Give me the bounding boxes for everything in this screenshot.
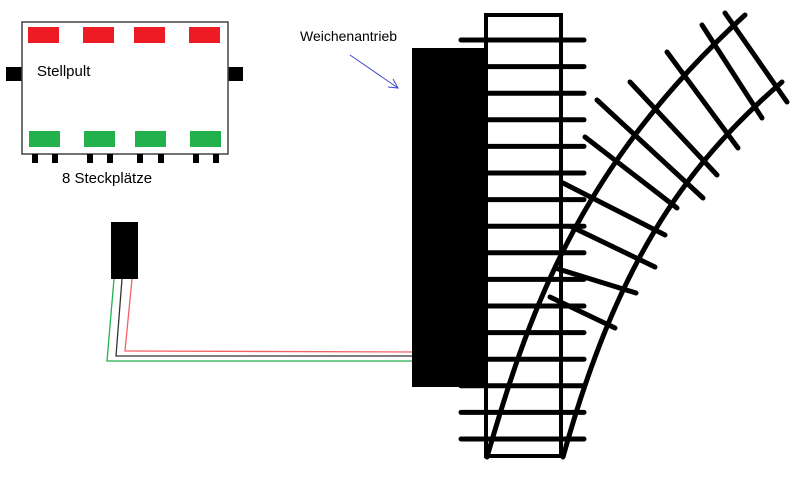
red-indicators (28, 27, 220, 43)
curved-sleeper (547, 294, 618, 331)
slot-pin (52, 154, 58, 163)
red-indicator (83, 27, 114, 43)
green-wire (106, 278, 412, 362)
curved-sleeper (594, 97, 706, 201)
curved-sleeper (582, 134, 680, 211)
slots-label: 8 Steckplätze (62, 170, 153, 187)
straight-track (458, 13, 587, 458)
plug-connector (111, 222, 138, 279)
panel-connector-left (6, 67, 22, 81)
straight-sleepers (458, 37, 587, 442)
panel-connector-right (228, 67, 243, 81)
black-wire (115, 278, 412, 357)
motor-label: Weichenantrieb (300, 28, 398, 44)
slot-pin (137, 154, 143, 163)
green-indicators (29, 131, 221, 147)
slot-pin (158, 154, 164, 163)
curved-sleeper (627, 79, 720, 178)
pointer-arrow-icon (349, 54, 399, 89)
switch-motor (412, 48, 487, 387)
curved-sleeper (722, 10, 790, 105)
red-indicator (134, 27, 165, 43)
curved-sleeper (699, 22, 765, 121)
slot-pins (32, 154, 219, 163)
green-indicator (84, 131, 115, 147)
green-indicator (135, 131, 166, 147)
curved-sleeper (569, 224, 658, 270)
control-panel (6, 21, 243, 163)
red-indicator (28, 27, 59, 43)
curved-sleeper (664, 49, 741, 151)
curved-rail-left (484, 12, 748, 460)
slot-pin (87, 154, 93, 163)
curved-rail-right (560, 79, 785, 460)
curved-sleeper (552, 265, 639, 296)
slot-pin (213, 154, 219, 163)
red-wire (124, 278, 413, 353)
curved-sleeper (560, 180, 668, 238)
panel-label: Stellpult (37, 63, 91, 80)
green-indicator (190, 131, 221, 147)
green-indicator (29, 131, 60, 147)
slot-pin (32, 154, 38, 163)
red-indicator (189, 27, 220, 43)
slot-pin (193, 154, 199, 163)
straight-rails (484, 13, 563, 458)
curved-track (484, 10, 790, 460)
slot-pin (107, 154, 113, 163)
